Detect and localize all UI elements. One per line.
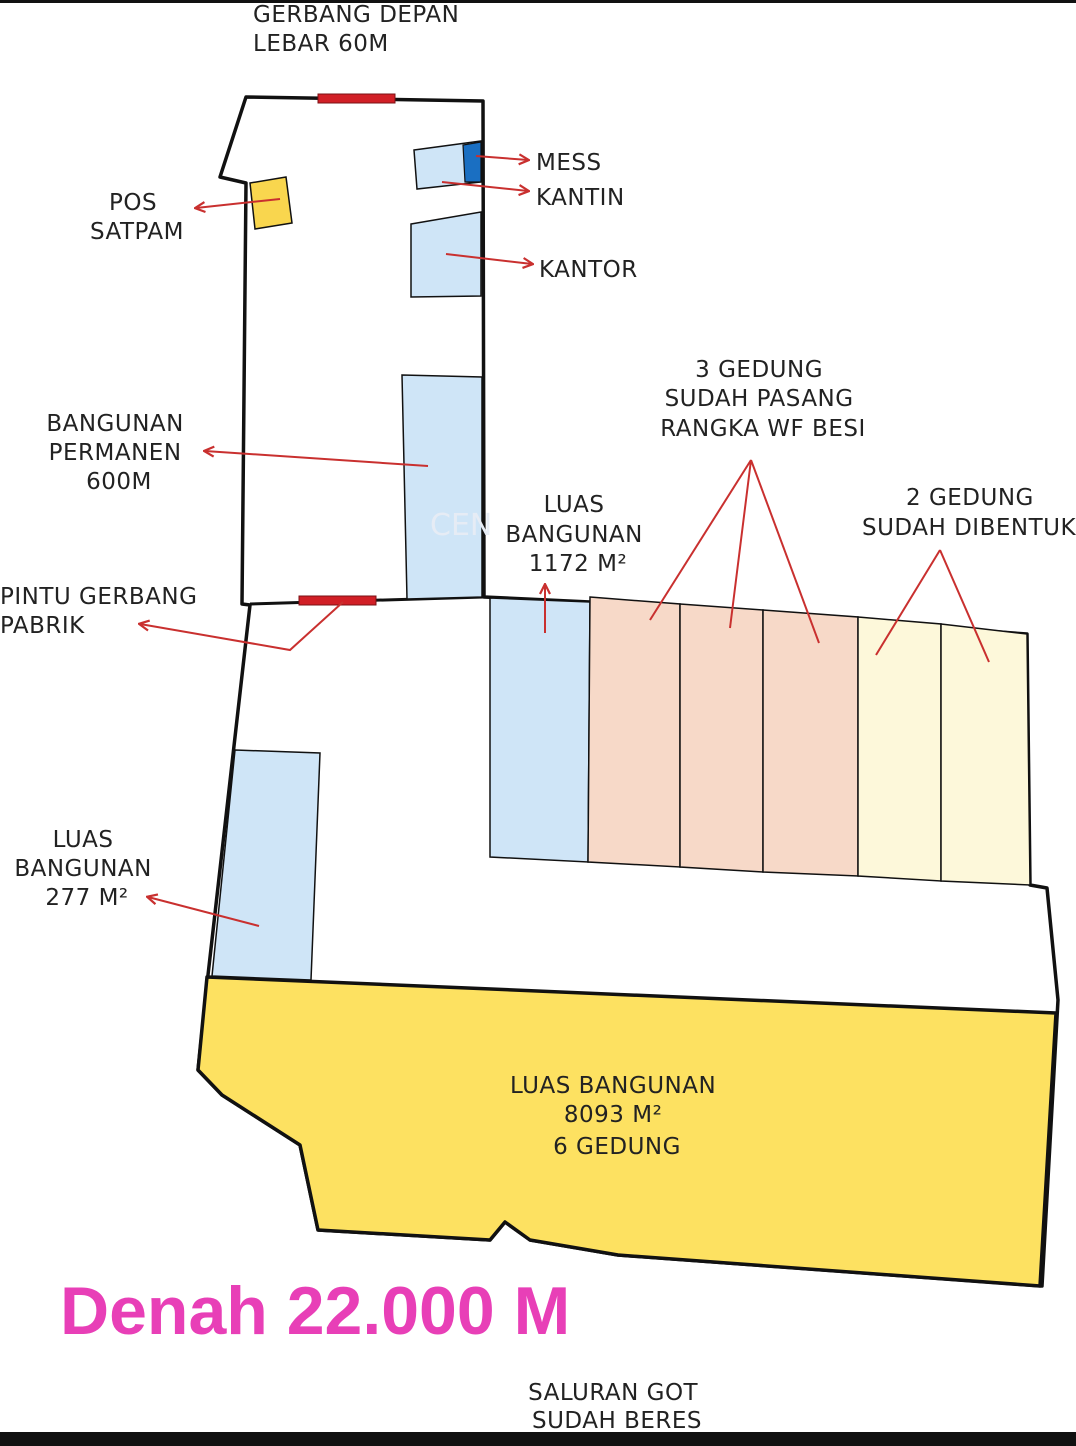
arrow-mess bbox=[475, 156, 528, 160]
security-post-building[interactable] bbox=[249, 176, 293, 230]
arrow-security-post bbox=[196, 198, 281, 208]
arrow-277 bbox=[148, 897, 260, 927]
annotation-arrows bbox=[140, 156, 990, 927]
pointer-formed-2 bbox=[939, 549, 990, 663]
label-factory-gate: PINTU GERBANG PABRIK bbox=[0, 584, 205, 639]
label-area-8093: LUAS BANGUNAN 8093 M² 6 GEDUNG bbox=[510, 1073, 724, 1160]
factory-gate[interactable] bbox=[298, 595, 377, 606]
arrow-office bbox=[445, 253, 532, 264]
arrow-permanent bbox=[205, 451, 429, 467]
front-gate[interactable] bbox=[317, 93, 396, 104]
building-277[interactable] bbox=[211, 749, 321, 981]
label-area-1172: LUAS BANGUNAN 1172 M² bbox=[505, 492, 650, 577]
building-wf-2[interactable] bbox=[679, 603, 764, 873]
label-security-post: POS SATPAM bbox=[90, 190, 184, 245]
building-wf-1[interactable] bbox=[587, 596, 681, 868]
bottom-border bbox=[0, 1432, 1076, 1446]
building-1172[interactable] bbox=[489, 597, 591, 863]
pointer-wf-1 bbox=[649, 459, 752, 621]
label-three-buildings: 3 GEDUNG SUDAH PASANG RANGKA WF BESI bbox=[660, 357, 866, 442]
label-canteen: KANTIN bbox=[536, 185, 625, 211]
mess-block[interactable] bbox=[462, 141, 482, 183]
pointer-formed-1 bbox=[875, 549, 941, 656]
watermark: CEN bbox=[430, 508, 492, 543]
label-front-gate: GERBANG DEPAN LEBAR 60M bbox=[253, 2, 467, 57]
building-8093[interactable] bbox=[196, 975, 1058, 1288]
pointer-wf-3 bbox=[750, 459, 820, 644]
label-office: KANTOR bbox=[539, 257, 638, 283]
label-permanent-building: BANGUNAN PERMANEN 600M bbox=[46, 411, 191, 495]
building-formed-2[interactable] bbox=[940, 623, 1031, 886]
permanent-building[interactable] bbox=[401, 374, 483, 600]
label-two-buildings: 2 GEDUNG SUDAH DIBENTUK bbox=[862, 485, 1076, 541]
label-area-277: LUAS BANGUNAN 277 M² bbox=[14, 827, 159, 911]
pointer-wf-2 bbox=[729, 459, 752, 629]
arrow-canteen bbox=[441, 181, 528, 191]
label-mess: MESS bbox=[536, 150, 602, 176]
building-formed-1[interactable] bbox=[857, 616, 942, 882]
building-wf-3[interactable] bbox=[762, 609, 859, 877]
arrow-factory-gate bbox=[140, 601, 344, 652]
top-border bbox=[0, 0, 1076, 3]
label-drainage: SALURAN GOT SUDAH BERES bbox=[528, 1380, 706, 1434]
plan-title: Denah 22.000 M bbox=[60, 1273, 571, 1349]
